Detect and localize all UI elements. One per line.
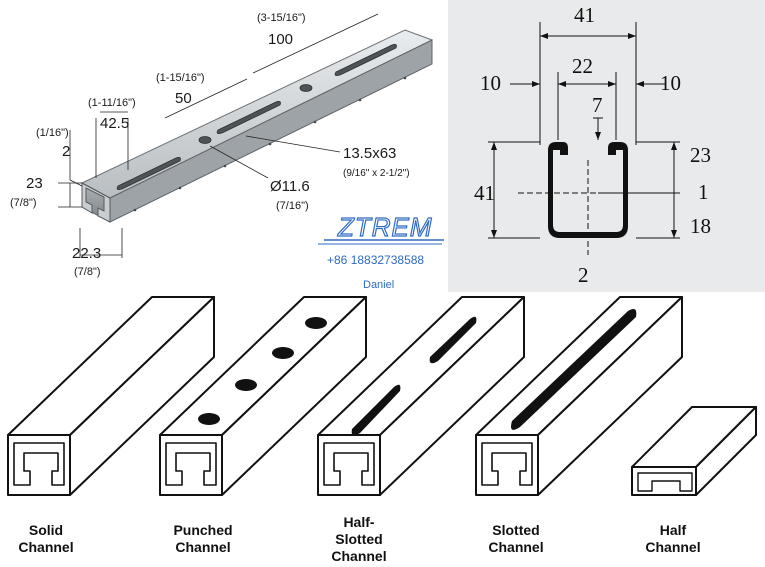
dim-22-3: 22.3 [72, 245, 101, 262]
caption-half-slotted-line1: Half- [343, 514, 375, 530]
dim-right-mid: 1 [698, 180, 709, 204]
hole-1 [198, 136, 212, 144]
caption-half-slotted-channel: Half- Slotted Channel [304, 514, 414, 565]
dim-42-5: 42.5 [100, 115, 129, 132]
caption-punched-line1: Punched [173, 522, 233, 538]
caption-half-line1: Half [659, 522, 687, 538]
caption-slotted-line2: Channel [488, 539, 544, 555]
dim-height: 41 [474, 181, 495, 205]
channel-types-illustration [7, 296, 757, 496]
dimension-lines [58, 13, 379, 258]
dim-100-inch: (3-15/16") [257, 12, 306, 24]
slot-size-inch: (9/16" x 2-1/2") [343, 168, 410, 179]
cross-section-panel [448, 0, 765, 292]
dim-right-top: 23 [690, 143, 711, 167]
slot-1 [116, 157, 181, 190]
caption-solid-line1: Solid [28, 522, 64, 538]
hole-diameter: Ø11.6 [270, 178, 310, 195]
continuous-slot [511, 309, 637, 430]
dim-left-lip: 10 [480, 71, 501, 95]
slot-3 [334, 44, 397, 76]
caption-solid-line2: Channel [18, 539, 74, 555]
dim-2: 2 [62, 143, 70, 160]
dim-50-inch: (1-15/16") [156, 72, 205, 84]
dim-23: 23 [26, 175, 43, 192]
slot-2 [216, 101, 281, 134]
side-dots [133, 76, 407, 212]
caption-half-slotted-line2: Slotted [335, 531, 383, 547]
dim-thickness: 2 [578, 263, 589, 287]
contact-name: Daniel [363, 279, 395, 291]
caption-slotted-line1: Slotted [492, 522, 540, 538]
caption-slotted-channel: Slotted Channel [461, 522, 571, 556]
dim-opening: 22 [572, 54, 593, 78]
dim-right-bottom: 18 [690, 214, 711, 238]
dim-right-lip: 10 [660, 71, 681, 95]
caption-half-channel: Half Channel [618, 522, 728, 556]
perspective-channel-diagram: (3-15/16") 100 (1-15/16") 50 (1-11/16") … [10, 12, 434, 278]
contact-phone: +86 18832738588 [327, 253, 425, 267]
channel-holes [198, 84, 313, 144]
dim-outer-width: 41 [574, 3, 595, 27]
caption-punched-line2: Channel [175, 539, 231, 555]
dim-22-3-inch: (7/8") [74, 266, 101, 278]
dim-50: 50 [175, 90, 192, 107]
half-slots [351, 316, 477, 436]
cross-section-diagram: 41 10 10 22 7 41 23 1 18 2 [474, 3, 711, 287]
channel-slots [116, 44, 397, 190]
caption-punched-channel: Punched Channel [148, 522, 258, 556]
half-slotted-channel-drawing [317, 296, 525, 496]
dim-2-inch: (1/16") [36, 127, 69, 139]
caption-half-slotted-line3: Channel [331, 548, 387, 564]
caption-solid-channel: Solid Channel [0, 522, 101, 556]
dim-lip-depth: 7 [592, 93, 603, 117]
hole-diameter-inch: (7/16") [276, 200, 309, 212]
dim-100: 100 [268, 31, 293, 48]
logo-text: ZTREM [337, 212, 433, 242]
half-channel-drawing [631, 406, 757, 496]
solid-channel-drawing [7, 296, 215, 496]
channel-end-profile [81, 182, 111, 223]
punched-holes [198, 317, 327, 425]
hole-2 [299, 84, 313, 92]
caption-half-line2: Channel [645, 539, 701, 555]
dim-23-inch: (7/8") [10, 197, 37, 209]
ztrem-logo: ZTREM [318, 211, 444, 245]
punched-channel-drawing [159, 296, 367, 496]
slot-size: 13.5x63 [343, 145, 396, 162]
dim-42-5-inch: (1-11/16") [88, 97, 136, 109]
